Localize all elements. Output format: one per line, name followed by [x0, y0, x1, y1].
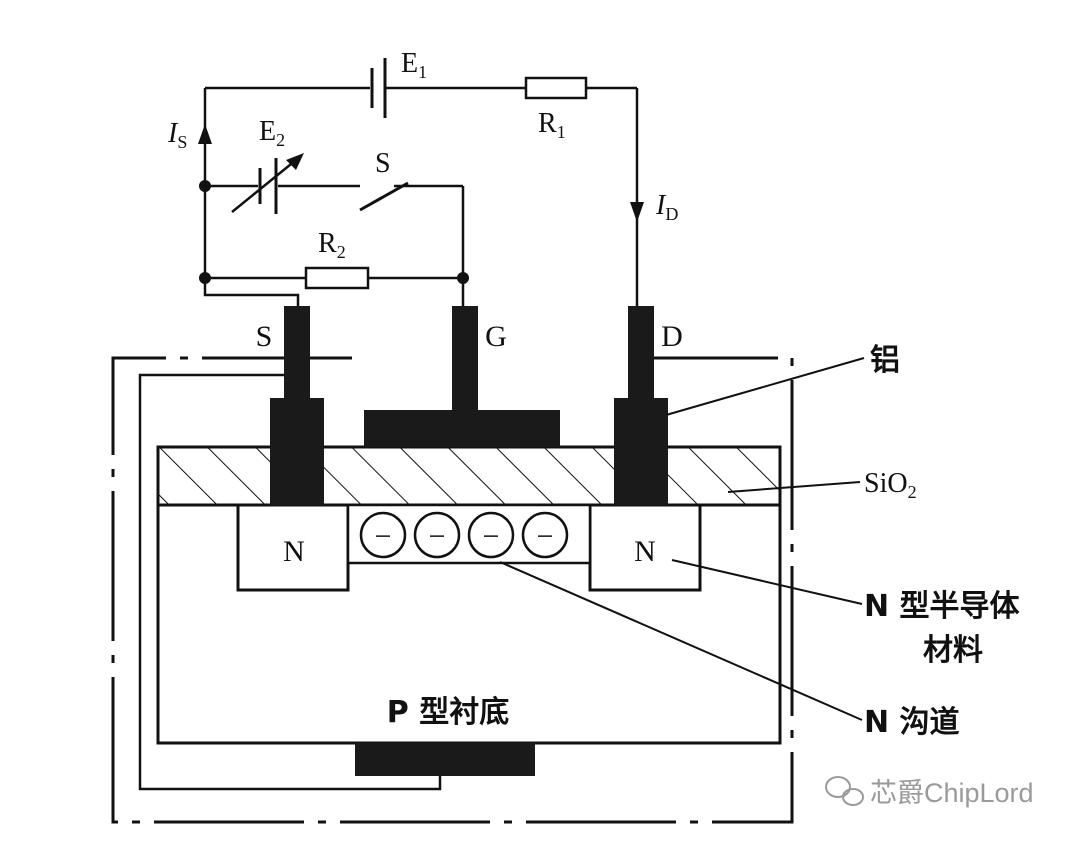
electron: − [521, 511, 569, 559]
resistor-r1 [524, 76, 588, 100]
current-id-label: ID [655, 190, 678, 224]
electron-sign: − [537, 520, 554, 553]
callout-n-material-line1: N 型半导体 [864, 589, 1021, 624]
switch-label: S [375, 148, 391, 179]
current-is-label: IS [167, 118, 187, 152]
resistor-r1-label: R1 [538, 108, 566, 142]
electron-sign: − [375, 520, 392, 553]
variable-arrow-icon [286, 153, 304, 170]
callout-aluminum: 铝 [870, 343, 900, 378]
outer-enclosure [111, 356, 794, 824]
n-label-right: N [634, 535, 656, 568]
electron: − [359, 511, 407, 559]
gate-electrode [364, 306, 560, 447]
terminal-drain-label: D [661, 320, 683, 353]
electron-sign: − [483, 520, 500, 553]
substrate-contact [355, 743, 535, 776]
terminal-source-label: S [256, 320, 273, 353]
resistor-r2-label: R2 [318, 228, 346, 262]
n-label-left: N [283, 535, 305, 568]
callout-n-material-line2: 材料 [923, 633, 983, 668]
switch [359, 181, 409, 212]
watermark: 芯爵ChipLord [825, 776, 1034, 808]
current-id-arrow-icon [630, 202, 644, 222]
watermark-text: 芯爵ChipLord [870, 778, 1034, 808]
electron: − [467, 511, 515, 559]
electron-sign: − [429, 520, 446, 553]
terminal-gate-label: G [485, 320, 507, 353]
circuit-wires [203, 86, 639, 306]
battery-e2 [231, 158, 297, 214]
resistor-r2 [304, 266, 370, 290]
drain-electrode [614, 306, 668, 505]
battery-e1 [370, 58, 387, 118]
battery-e1-label: E1 [401, 48, 427, 82]
substrate-wire [138, 373, 442, 791]
wechat-icon [825, 776, 864, 806]
battery-e2-label: E2 [259, 116, 285, 150]
electron: − [413, 511, 461, 559]
callout-n-channel: N 沟道 [864, 705, 960, 740]
sio2-layer [156, 445, 782, 507]
junction-dots [199, 180, 469, 284]
leader-lines [499, 357, 865, 721]
source-electrode [270, 306, 324, 505]
callout-sio2: SiO2 [864, 468, 917, 502]
current-is-arrow-icon [198, 124, 212, 144]
substrate-label: P 型衬底 [387, 695, 509, 730]
